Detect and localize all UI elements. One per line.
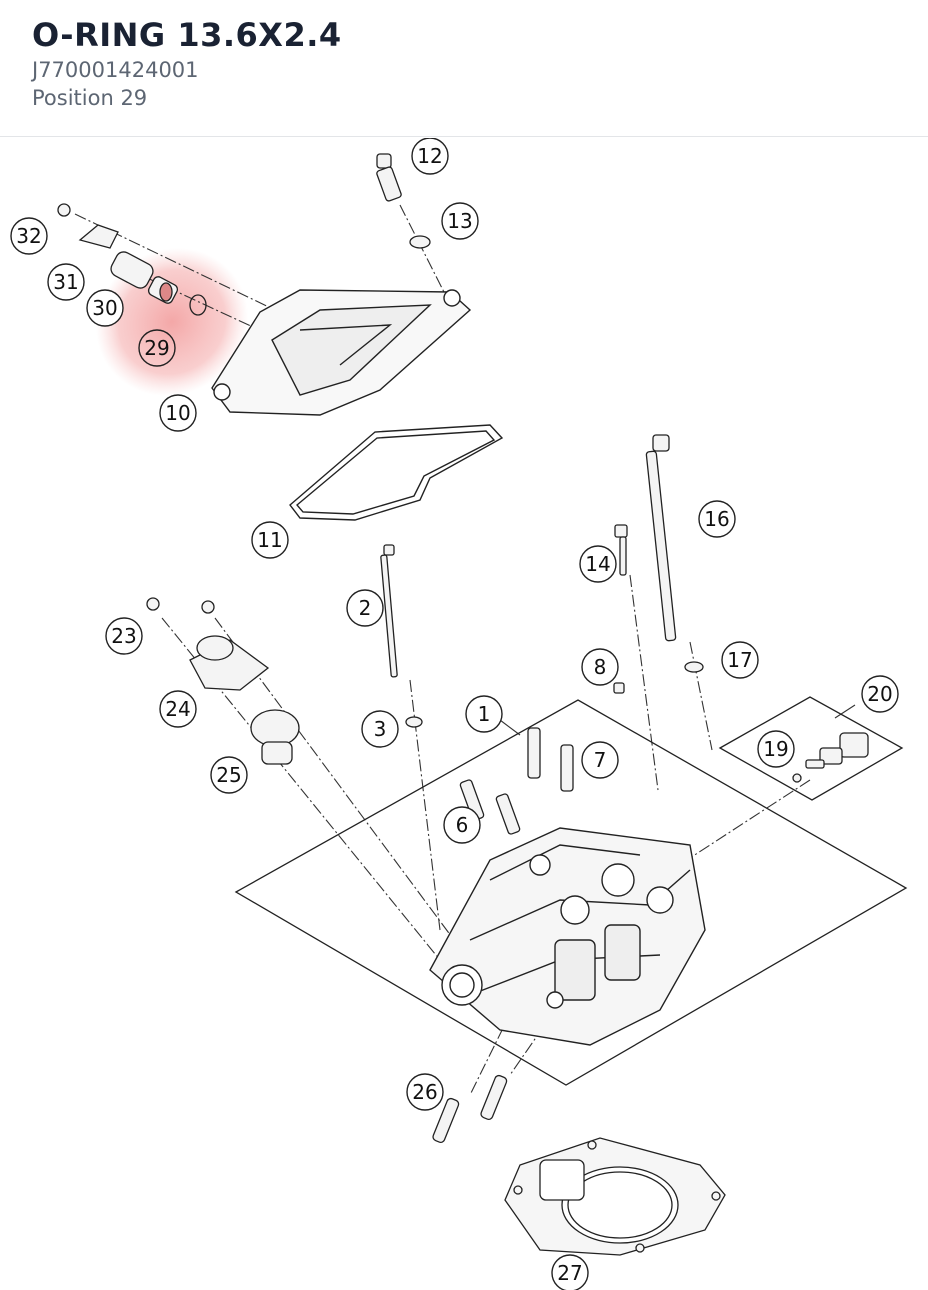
callout-circle[interactable]	[346, 589, 384, 627]
callout-label: 30	[92, 296, 117, 320]
callout-12[interactable]: 12	[411, 138, 449, 175]
callout-17[interactable]: 17	[721, 641, 759, 679]
head-gasket	[504, 1137, 726, 1256]
callout-label: 12	[417, 144, 442, 168]
callout-20[interactable]: 20	[861, 675, 899, 713]
callout-label: 6	[456, 813, 469, 837]
callout-circle[interactable]	[210, 756, 248, 794]
callout-25[interactable]: 25	[210, 756, 248, 794]
part-position: Position 29	[32, 86, 148, 110]
callout-7[interactable]: 7	[581, 741, 619, 779]
callout-leaders	[499, 704, 856, 736]
callout-1[interactable]: 1	[465, 695, 503, 733]
callout-label: 17	[727, 648, 752, 672]
part-number: J770001424001	[32, 58, 199, 82]
callout-circle[interactable]	[251, 521, 289, 559]
assembly-frame	[234, 696, 908, 1086]
callout-circle[interactable]	[581, 741, 619, 779]
callout-circle[interactable]	[47, 263, 85, 301]
callout-13[interactable]: 13	[441, 202, 479, 240]
bolts-long	[380, 434, 704, 728]
thermostat-parts	[146, 597, 300, 765]
callout-circle[interactable]	[861, 675, 899, 713]
callout-label: 20	[867, 682, 892, 706]
callout-19[interactable]: 19	[757, 730, 795, 768]
callout-26[interactable]: 26	[406, 1073, 444, 1111]
dowel-pins	[432, 1074, 508, 1144]
callout-6[interactable]: 6	[443, 806, 481, 844]
callout-circle[interactable]	[138, 329, 176, 367]
callout-14[interactable]: 14	[579, 545, 617, 583]
callout-label: 29	[144, 336, 169, 360]
callout-2[interactable]: 2	[346, 589, 384, 627]
callout-circle[interactable]	[581, 648, 619, 686]
part-header: O-RING 13.6X2.4 J770001424001 Position 2…	[0, 0, 928, 137]
callout-circle[interactable]	[10, 217, 48, 255]
callout-label: 2	[359, 596, 372, 620]
callout-group: 1236781011121314161719202324252627293031…	[10, 138, 899, 1290]
callout-circle[interactable]	[721, 641, 759, 679]
callout-circle[interactable]	[159, 690, 197, 728]
callout-label: 31	[53, 270, 78, 294]
callout-label: 14	[585, 552, 610, 576]
valve-cover-gasket	[289, 424, 504, 521]
callout-label: 13	[447, 209, 472, 233]
breather-parts	[57, 203, 207, 316]
callout-circle[interactable]	[105, 617, 143, 655]
callout-circle[interactable]	[86, 289, 124, 327]
callout-label: 25	[216, 763, 241, 787]
callout-label: 10	[165, 401, 190, 425]
callout-16[interactable]: 16	[698, 500, 736, 538]
callout-circle[interactable]	[698, 500, 736, 538]
callout-29[interactable]: 29	[138, 329, 176, 367]
callout-31[interactable]: 31	[47, 263, 85, 301]
callout-label: 26	[412, 1080, 437, 1104]
callout-circle[interactable]	[551, 1254, 589, 1290]
temp-sensor	[792, 732, 869, 783]
callout-10[interactable]: 10	[159, 394, 197, 432]
callout-label: 23	[111, 624, 136, 648]
part-title: O-RING 13.6X2.4	[32, 16, 342, 54]
callout-circle[interactable]	[411, 138, 449, 175]
callout-circle[interactable]	[159, 394, 197, 432]
valve-guides	[459, 727, 574, 835]
callout-label: 32	[16, 224, 41, 248]
bolts-top	[376, 153, 431, 249]
callout-circle[interactable]	[406, 1073, 444, 1111]
callout-circle[interactable]	[361, 710, 399, 748]
callout-label: 19	[763, 737, 788, 761]
callout-11[interactable]: 11	[251, 521, 289, 559]
callout-label: 3	[374, 717, 387, 741]
callout-circle[interactable]	[465, 695, 503, 733]
callout-23[interactable]: 23	[105, 617, 143, 655]
callout-circle[interactable]	[443, 806, 481, 844]
callout-circle[interactable]	[757, 730, 795, 768]
callout-32[interactable]: 32	[10, 217, 48, 255]
callout-label: 8	[594, 655, 607, 679]
callout-3[interactable]: 3	[361, 710, 399, 748]
valve-cover	[211, 289, 472, 416]
callout-label: 11	[257, 528, 282, 552]
callout-30[interactable]: 30	[86, 289, 124, 327]
callout-circle[interactable]	[579, 545, 617, 583]
callout-label: 16	[704, 507, 729, 531]
callout-label: 7	[594, 748, 607, 772]
cylinder-head	[429, 827, 706, 1046]
callout-8[interactable]: 8	[581, 648, 619, 686]
callout-24[interactable]: 24	[159, 690, 197, 728]
callout-label: 24	[165, 697, 190, 721]
callout-27[interactable]: 27	[551, 1254, 589, 1290]
callout-label: 1	[478, 702, 491, 726]
callout-circle[interactable]	[441, 202, 479, 240]
exploded-parts-diagram: 1236781011121314161719202324252627293031…	[10, 138, 908, 1290]
callout-label: 27	[557, 1261, 582, 1285]
